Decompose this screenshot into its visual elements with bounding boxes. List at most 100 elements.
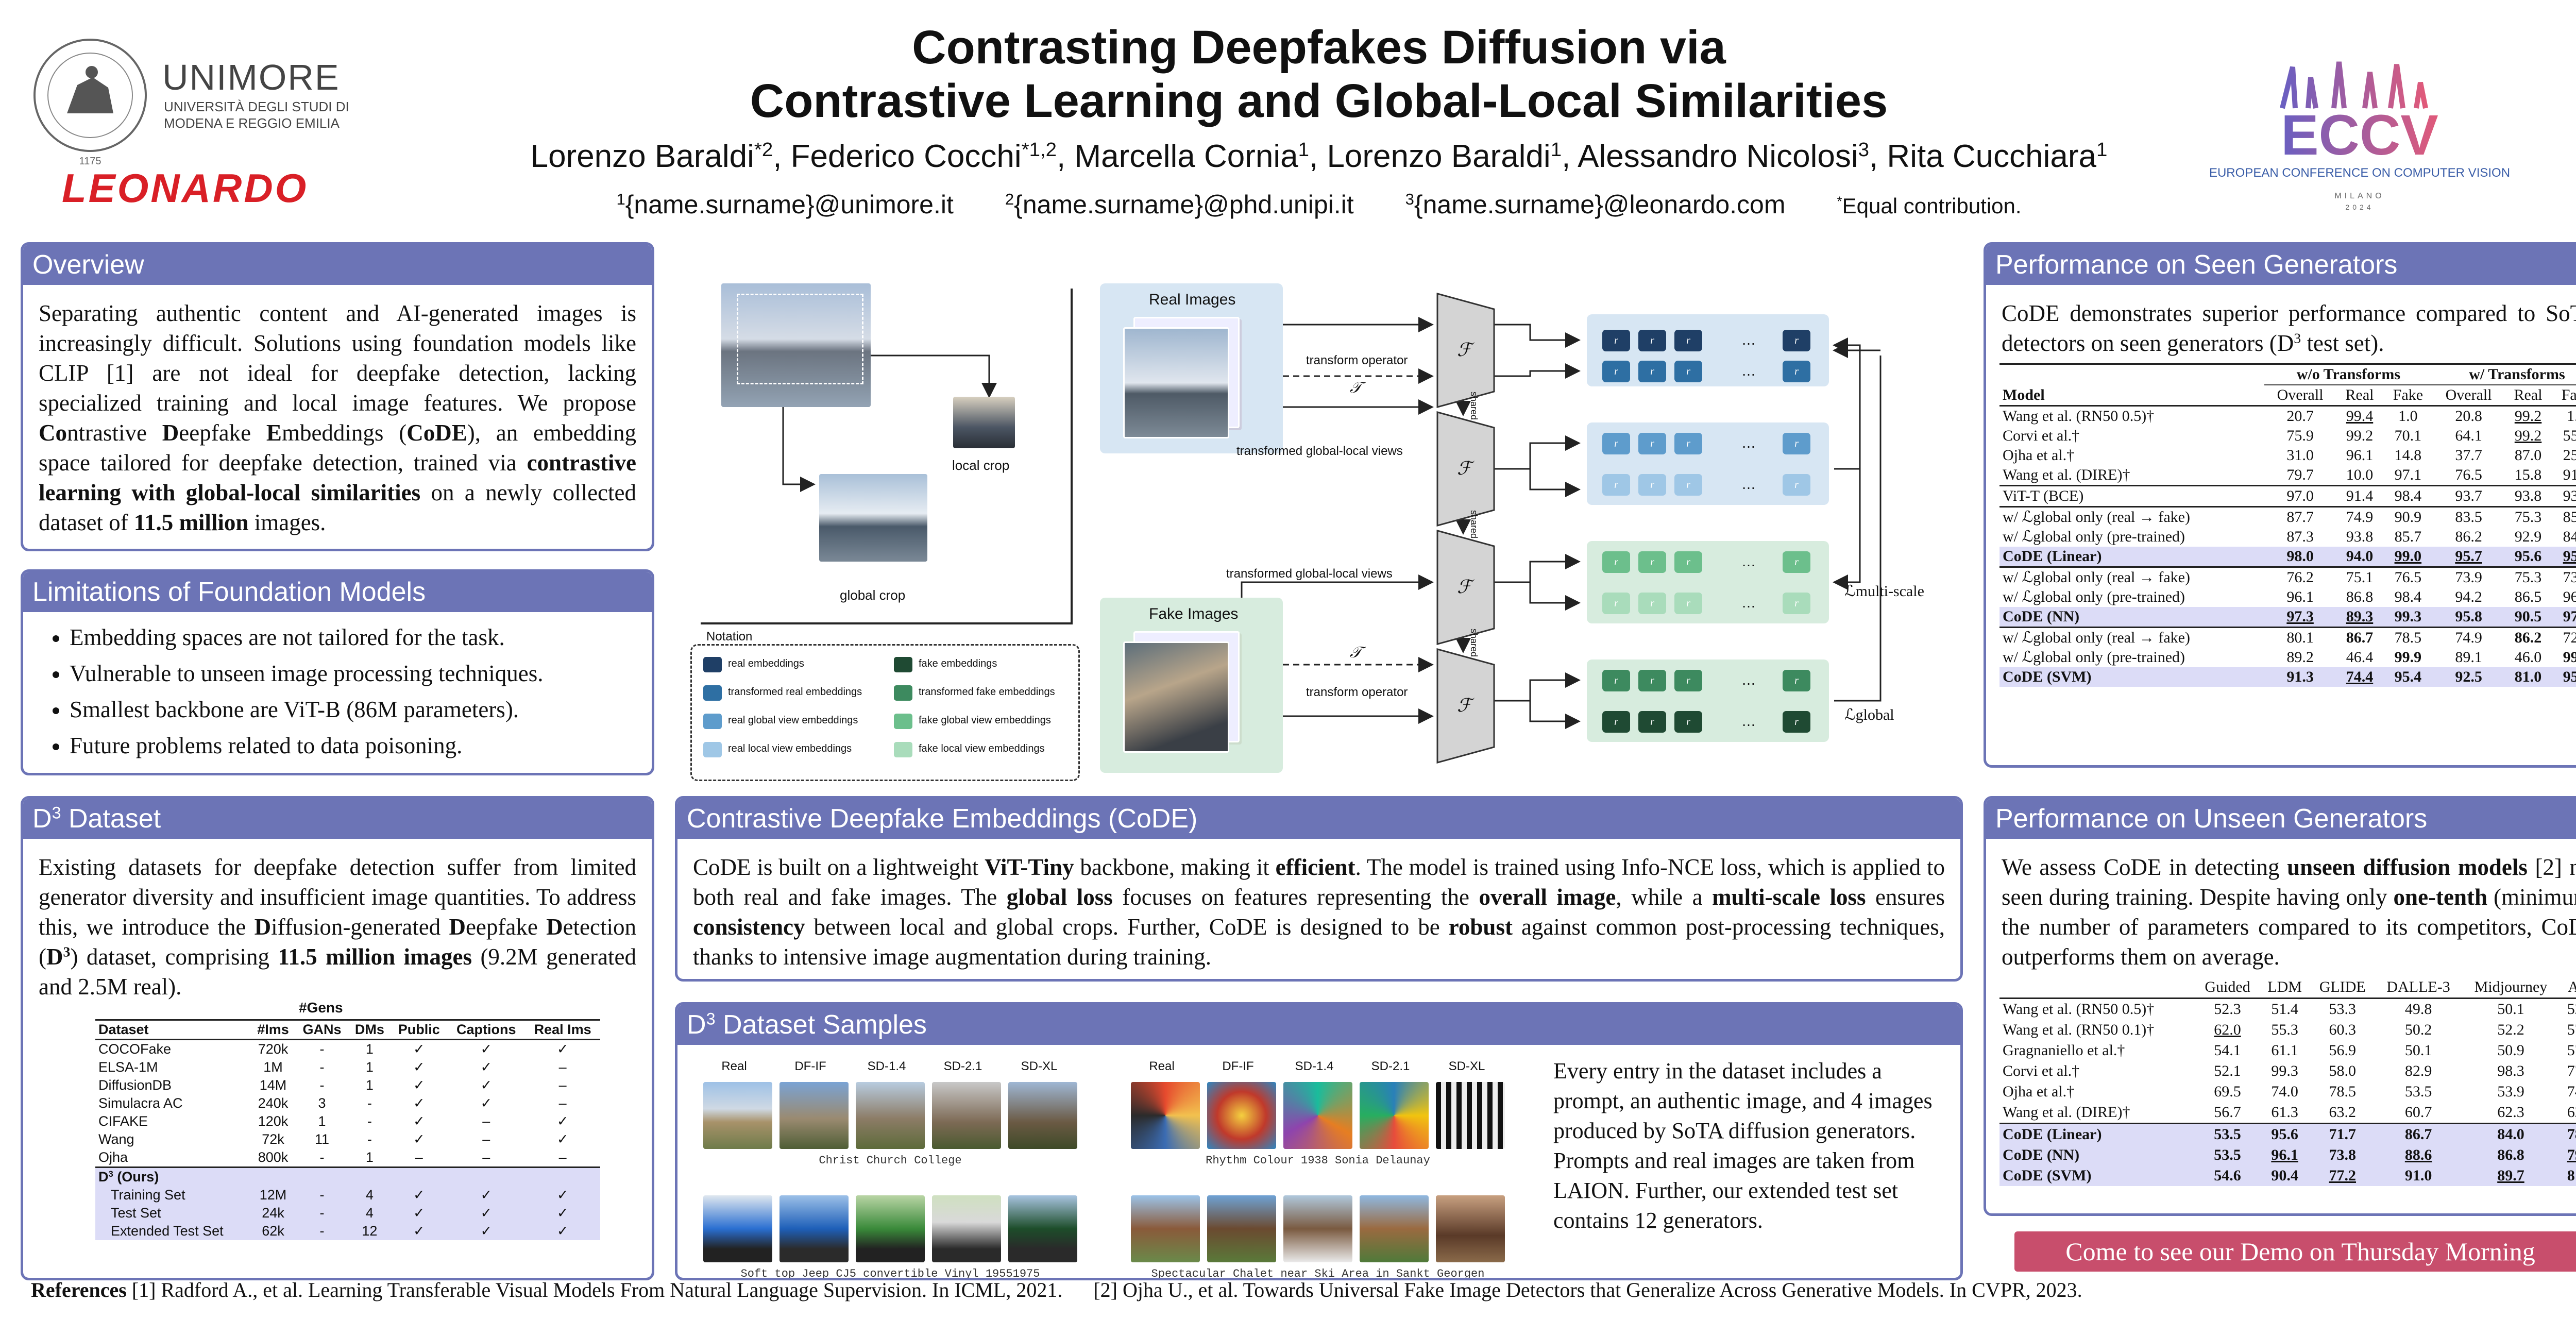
sample-column-header: SD-2.1	[943, 1059, 982, 1073]
table-cell: 52.1	[2214, 1062, 2241, 1079]
table-cell: 90.4	[2259, 1165, 2310, 1186]
table-cell: 99.4	[2346, 408, 2374, 425]
local-crop-label: local crop	[952, 458, 1010, 473]
table-group-header: w/o Transforms	[2264, 363, 2433, 385]
table-group-header: w/ Transforms	[2432, 363, 2576, 385]
table-cell: 75.3	[2504, 506, 2552, 527]
table-cell: 99.2	[2514, 427, 2542, 444]
embedding-token: r	[1638, 330, 1666, 351]
embedding-token: r	[1602, 551, 1630, 573]
table-cell: -	[367, 1113, 372, 1129]
table-cell: 62k	[262, 1223, 284, 1239]
table-cell: Ojha	[98, 1149, 128, 1165]
sample-image	[1207, 1195, 1276, 1262]
table-cell: 99.3	[2383, 607, 2433, 628]
table-cell: –	[482, 1113, 490, 1129]
table-cell: 98.3	[2497, 1062, 2524, 1079]
table-header-cell: Midjourney	[2462, 977, 2560, 999]
table-cell: ✓	[480, 1077, 493, 1093]
table-cell: 79.6	[2560, 1145, 2576, 1165]
table-cell: ✓	[413, 1113, 425, 1129]
embedding-token: r	[1602, 593, 1630, 614]
sample-column-header: SD-XL	[1448, 1059, 1485, 1073]
sample-caption: Soft top Jeep CJ5 convertible Vinyl 1955…	[740, 1267, 1040, 1280]
table-cell: 53.5	[2195, 1145, 2260, 1165]
table-cell: 82.9	[2404, 1062, 2432, 1079]
embedding-token: r	[1783, 670, 1810, 691]
table-cell: 84.5	[2563, 528, 2576, 545]
table-header-cell: GLIDE	[2310, 977, 2376, 999]
table-cell: CoDE (SVM)	[1999, 667, 2264, 687]
table-cell: 1	[318, 1113, 326, 1129]
embedding-token: r	[1674, 711, 1702, 733]
table-cell: 95.8	[2432, 607, 2505, 628]
table-cell: 20.8	[2455, 408, 2482, 425]
table-cell: 49.8	[2404, 1001, 2432, 1018]
table-cell: ✓	[413, 1187, 425, 1203]
table-cell: Test Set	[111, 1205, 161, 1221]
table-header-cell: Guided	[2195, 977, 2260, 999]
table-row-highlight: CoDE (NN)53.596.173.888.686.879.6	[1999, 1145, 2576, 1165]
sample-image	[1008, 1082, 1077, 1149]
table-cell: 93.6	[2551, 485, 2576, 507]
table-cell: 93.8	[2346, 528, 2374, 545]
d3-dataset-panel: D3 Dataset Existing datasets for deepfak…	[21, 796, 654, 1280]
table-cell: w/ ℒglobal only (pre-trained)	[2003, 528, 2185, 545]
legend-swatch	[703, 685, 722, 701]
author-sup: 1	[1550, 138, 1562, 161]
table-cell: 25.4	[2563, 447, 2576, 464]
table-cell: 4	[365, 1205, 374, 1221]
sample-image	[1360, 1195, 1429, 1262]
legend-swatch	[894, 685, 912, 701]
table-header-cell: Model	[1999, 385, 2264, 407]
table-cell: 99.2	[2346, 427, 2374, 444]
shared-label-1: shared	[1469, 392, 1479, 420]
table-cell: DiffusionDB	[98, 1077, 172, 1093]
table-cell: 89.3	[2336, 607, 2383, 628]
table-cell: 95.6	[2259, 1123, 2310, 1145]
real-stack-front	[1123, 327, 1229, 438]
table-cell: ✓	[413, 1205, 425, 1221]
table-cell: 77.2	[2567, 1062, 2576, 1079]
embedding-token: r	[1674, 361, 1702, 382]
table-cell: 63.2	[2329, 1104, 2357, 1121]
table-cell: ✓	[556, 1113, 569, 1129]
table-cell: 240k	[258, 1095, 289, 1111]
table-header-cell: GANs	[295, 1019, 349, 1040]
table-cell: ✓	[556, 1205, 569, 1221]
table-cell: Wang et al. (DIRE)†	[2003, 466, 2130, 483]
author-name: Rita Cucchiara	[1887, 139, 2097, 174]
table-cell: w/ ℒglobal only (real → fake)	[1999, 627, 2264, 648]
legend-swatch	[703, 742, 722, 757]
table-cell: ✓	[413, 1059, 425, 1075]
table-cell: 75.1	[2336, 566, 2383, 587]
sample-column-header: SD-1.4	[1295, 1059, 1334, 1073]
table-cell: 61.3	[2271, 1104, 2298, 1121]
l-multiscale-label: ℒmulti-scale	[1844, 583, 1924, 600]
code-text: CoDE is built on a lightweight ViT-Tiny …	[693, 854, 1945, 970]
table-cell: Extended Test Set	[111, 1223, 224, 1239]
sample-image	[856, 1082, 925, 1149]
legend-label: transformed real embeddings	[728, 686, 862, 698]
embedding-token: r	[1783, 711, 1810, 733]
eccv-skyline-icon: ECCV	[2280, 61, 2438, 167]
table-cell: 96.1	[2286, 588, 2314, 605]
encoder-f-3	[1436, 530, 1495, 645]
table-cell: –	[415, 1149, 423, 1165]
limitation-item: Embedding spaces are not tailored for th…	[70, 619, 636, 655]
table-cell: ✓	[556, 1041, 569, 1057]
limitation-item: Smallest backbone are ViT-B (86M paramet…	[70, 691, 636, 728]
unseen-intro: We assess CoDE in detecting unseen diffu…	[2002, 854, 2576, 970]
author-name: Lorenzo Baraldi	[530, 139, 754, 174]
table-cell: 97.3	[2264, 607, 2336, 628]
limitation-item: Vulnerable to unseen image processing te…	[70, 655, 636, 691]
sample-image	[1436, 1082, 1505, 1149]
table-cell: 71.7	[2310, 1123, 2376, 1145]
